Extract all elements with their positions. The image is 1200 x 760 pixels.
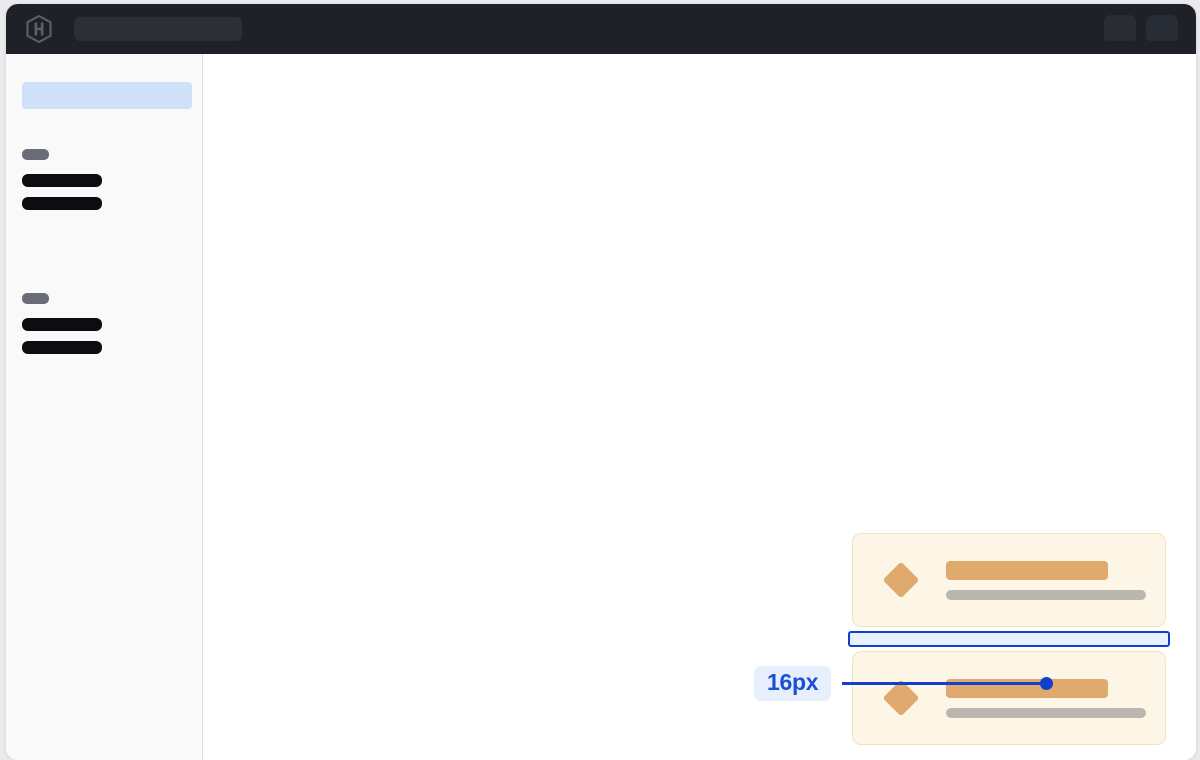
diamond-icon: [882, 561, 920, 599]
hashicorp-hexagon-logo-icon[interactable]: [26, 15, 52, 43]
sidebar-group-1-label: [22, 149, 49, 160]
sidebar-item-2-2[interactable]: [22, 341, 102, 354]
card-top[interactable]: [852, 533, 1166, 627]
user-avatar-placeholder[interactable]: [1104, 15, 1136, 41]
diamond-icon: [882, 679, 920, 717]
measurement-endpoint-dot-icon: [1040, 677, 1053, 690]
card-stack: [848, 533, 1170, 745]
measurement-leader-line: [842, 682, 1044, 685]
sidebar-search-input[interactable]: [22, 82, 192, 109]
top-header-bar: [6, 4, 1196, 54]
sidebar-item-1-1[interactable]: [22, 174, 102, 187]
sidebar-group-2-label: [22, 293, 49, 304]
sidebar-item-2-1[interactable]: [22, 318, 102, 331]
card-top-title: [946, 560, 1108, 580]
card-bottom[interactable]: [852, 651, 1166, 745]
sidebar-group-1: [22, 149, 102, 220]
global-search-input[interactable]: [74, 17, 242, 41]
main-canvas: 16px: [204, 54, 1196, 760]
spacing-measurement-label: 16px: [754, 666, 832, 701]
card-top-subtitle: [946, 589, 1146, 600]
sidebar-item-1-2[interactable]: [22, 197, 102, 210]
topbar-actions: [1104, 15, 1178, 41]
spacing-measurement-band[interactable]: [848, 631, 1170, 647]
card-top-content: [946, 560, 1146, 600]
card-bottom-subtitle: [946, 707, 1146, 718]
account-menu-placeholder[interactable]: [1146, 15, 1178, 41]
app-window: 16px: [6, 4, 1196, 760]
sidebar: [6, 54, 203, 760]
sidebar-group-2: [22, 293, 102, 364]
